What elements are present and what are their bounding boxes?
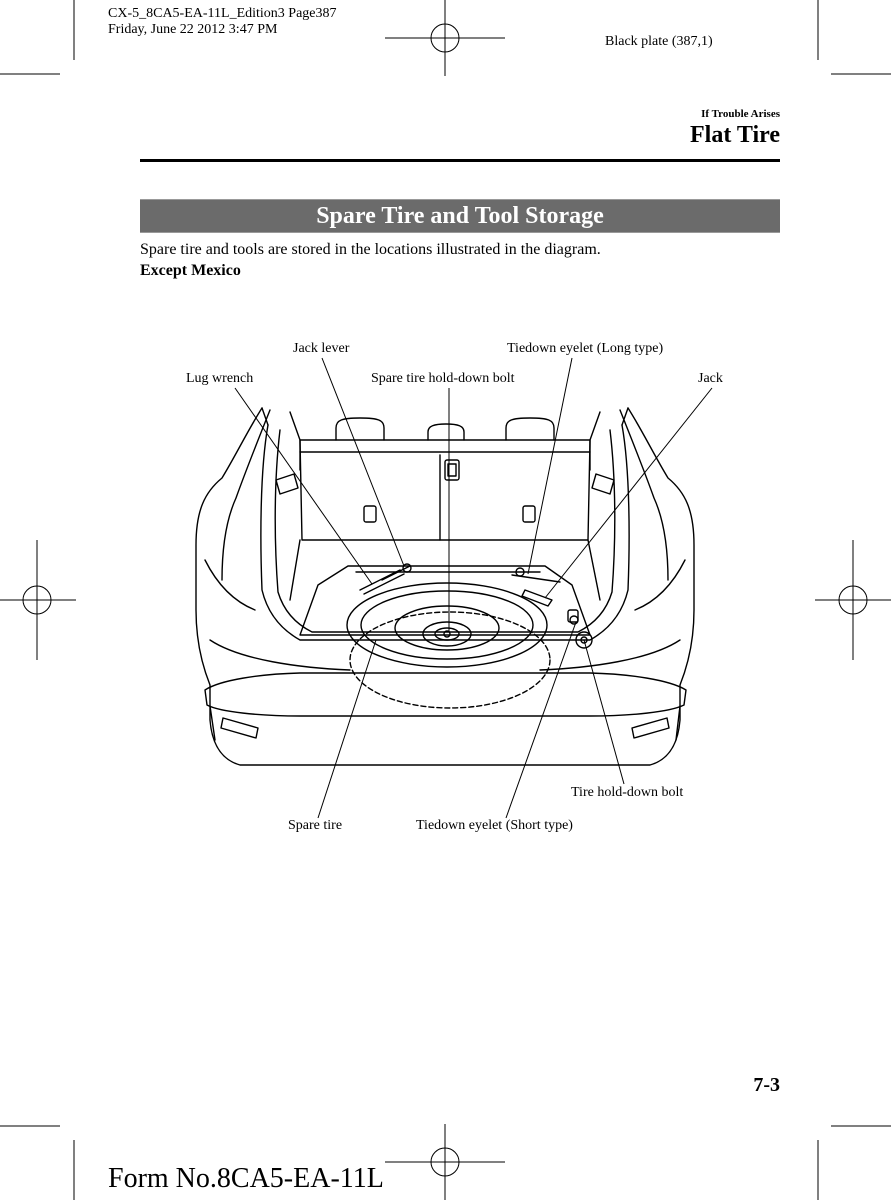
headrest-center bbox=[427, 423, 465, 441]
topic-banner: Spare Tire and Tool Storage bbox=[140, 199, 780, 233]
jack-body bbox=[521, 589, 553, 607]
spare-tire-outer bbox=[346, 582, 548, 668]
liftgate-opening bbox=[260, 424, 630, 641]
lug-wrench bbox=[359, 569, 405, 595]
rear-bumper bbox=[204, 672, 687, 717]
date-line: Friday, June 22 2012 3:47 PM bbox=[108, 22, 278, 37]
tire-footprint bbox=[349, 611, 551, 709]
tire-holddown bbox=[575, 631, 593, 649]
headrest-left bbox=[335, 417, 385, 441]
leader-lug-wrench bbox=[234, 387, 373, 585]
label-jack-lever: Jack lever bbox=[293, 341, 350, 356]
body-outline bbox=[195, 407, 695, 766]
leader-jack bbox=[544, 387, 713, 599]
label-spare-tire: Spare tire bbox=[288, 818, 343, 833]
headrest-right bbox=[505, 417, 555, 441]
label-holddown-bolt: Spare tire hold-down bolt bbox=[371, 371, 515, 386]
registration-mark-right bbox=[815, 540, 891, 660]
plate-label: Black plate (387,1) bbox=[605, 34, 713, 49]
leader-tire-holddown bbox=[583, 639, 625, 785]
leader-jack-lever bbox=[321, 357, 405, 567]
section-title: Flat Tire bbox=[690, 122, 780, 148]
intro-text: Spare tire and tools are stored in the l… bbox=[140, 241, 601, 258]
leader-tiedown-long bbox=[527, 357, 573, 575]
registration-mark-bottom bbox=[385, 1124, 505, 1200]
region-label: Except Mexico bbox=[140, 262, 241, 279]
registration-mark-left bbox=[0, 540, 76, 660]
label-tiedown-long: Tiedown eyelet (Long type) bbox=[507, 341, 664, 356]
leader-tiedown-short bbox=[505, 621, 577, 819]
label-tiedown-short: Tiedown eyelet (Short type) bbox=[416, 818, 573, 833]
chapter-label: If Trouble Arises bbox=[701, 108, 780, 120]
label-lug-wrench: Lug wrench bbox=[186, 371, 254, 386]
leader-spare-tire bbox=[317, 639, 377, 819]
rear-seatback bbox=[299, 439, 591, 541]
file-line: CX-5_8CA5-EA-11L_Edition3 Page387 bbox=[108, 6, 337, 21]
label-jack: Jack bbox=[698, 371, 723, 386]
registration-mark-top bbox=[385, 0, 505, 76]
page-number: 7-3 bbox=[753, 1074, 780, 1096]
label-tire-holddown: Tire hold-down bolt bbox=[571, 785, 684, 800]
form-number: Form No.8CA5-EA-11L bbox=[108, 1163, 384, 1194]
reflector-left bbox=[220, 717, 259, 739]
header-rule bbox=[140, 159, 780, 162]
reflector-right bbox=[631, 717, 670, 739]
